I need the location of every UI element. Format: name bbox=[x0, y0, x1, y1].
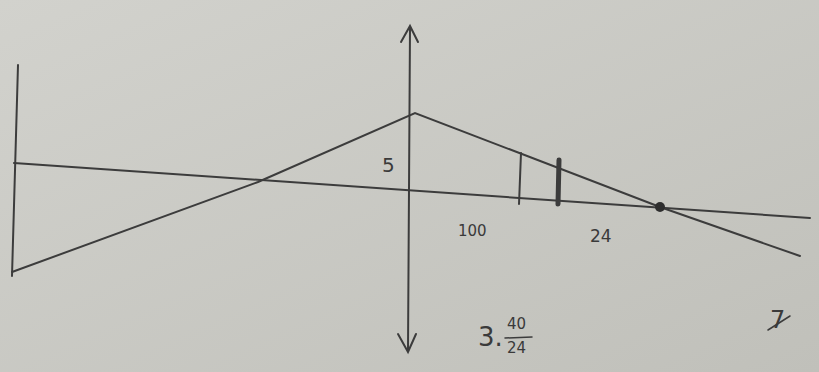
fraction-denominator: 24 bbox=[507, 341, 526, 356]
fraction-bar bbox=[505, 337, 532, 338]
object-line bbox=[12, 65, 18, 276]
lens-line bbox=[408, 28, 410, 350]
optical-axis bbox=[14, 163, 810, 218]
lens-arrowhead bbox=[398, 334, 416, 352]
dimension-label: 100 bbox=[458, 224, 487, 239]
lens-arrowhead bbox=[401, 26, 418, 42]
fraction-numerator: 40 bbox=[507, 317, 526, 332]
dimension-label: 24 bbox=[590, 228, 612, 245]
mark-bar bbox=[519, 153, 521, 204]
focal-point bbox=[655, 202, 665, 212]
light-ray bbox=[12, 113, 800, 272]
formula-number: 3. bbox=[478, 324, 503, 350]
note-number: 7 bbox=[770, 308, 785, 332]
dimension-label: 5 bbox=[382, 155, 395, 175]
mark-bar bbox=[558, 160, 559, 204]
